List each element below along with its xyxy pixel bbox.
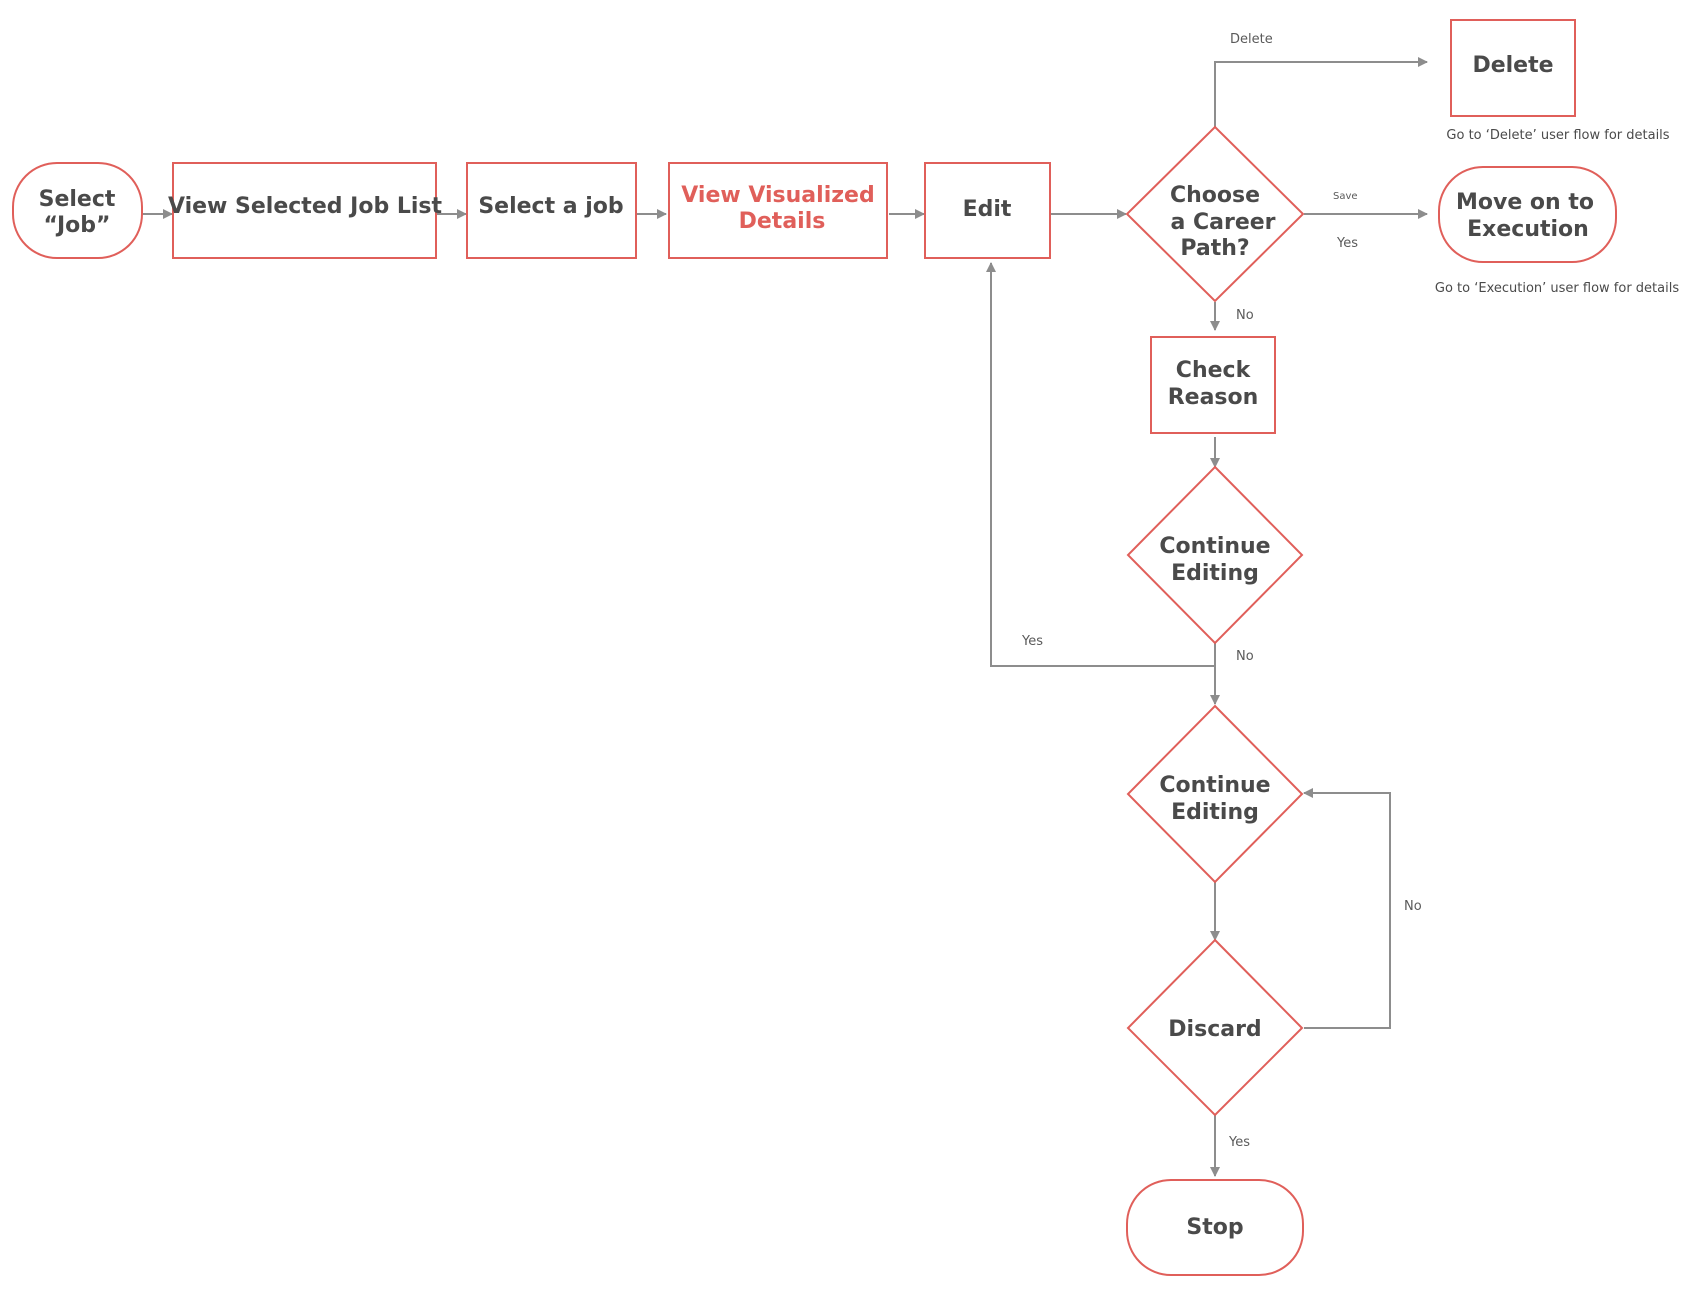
connector-discard-loop-to-continue-2 — [1303, 788, 1391, 1029]
edge-label-no-loop: No — [1404, 899, 1422, 914]
select-a-job-label: Select a job — [478, 194, 623, 219]
node-continue-editing-2: Continue Editing — [1126, 704, 1304, 884]
check-reason-label-line2: Reason — [1168, 385, 1259, 410]
view-visualized-details-label-line2: Details — [739, 209, 826, 234]
node-edit: Edit — [924, 162, 1051, 259]
node-select-job: Select “Job” — [12, 162, 143, 259]
edit-box — [924, 162, 1051, 259]
select-job-label-line1: Select — [39, 187, 116, 212]
connector-choose-to-delete — [1214, 57, 1428, 127]
choose-career-path-label-line2: a Career — [1170, 210, 1275, 235]
check-reason-label-line1: Check — [1176, 358, 1252, 383]
node-stop: Stop — [1126, 1179, 1304, 1276]
edge-label-save: Save — [1333, 191, 1358, 202]
node-move-on-to-execution: Move on to Execution — [1438, 166, 1617, 263]
view-selected-job-list-box — [172, 162, 437, 259]
delete-label: Delete — [1472, 53, 1553, 78]
edge-label-yes-stop: Yes — [1228, 1135, 1250, 1150]
node-discard: Discard — [1126, 938, 1304, 1117]
edge-label-delete: Delete — [1230, 32, 1273, 47]
node-select-a-job: Select a job — [466, 162, 637, 259]
view-selected-job-list-label: View Selected Job List — [168, 194, 443, 219]
edge-label-no-continue: No — [1236, 649, 1254, 664]
stop-label: Stop — [1186, 1215, 1243, 1240]
note-delete-flow: Go to ‘Delete’ user flow for details — [1446, 128, 1669, 143]
view-visualized-details-box — [668, 162, 888, 259]
select-job-terminal — [12, 162, 143, 259]
discard-label: Discard — [1168, 1017, 1261, 1042]
edge-label-yes-execution: Yes — [1336, 236, 1358, 251]
continue-editing-1-label-line2: Editing — [1171, 561, 1259, 586]
connectors — [142, 57, 1428, 1177]
node-view-visualized-details: View Visualized Details — [668, 162, 888, 259]
node-check-reason: Check Reason — [1150, 336, 1276, 434]
select-a-job-box — [466, 162, 637, 259]
edit-label: Edit — [963, 197, 1012, 222]
continue-editing-2-label-line1: Continue — [1159, 773, 1270, 798]
delete-box — [1450, 19, 1576, 117]
move-on-to-execution-label-line1: Move on to — [1456, 190, 1594, 215]
note-execution-flow: Go to ‘Execution’ user flow for details — [1435, 281, 1679, 296]
node-delete: Delete — [1450, 19, 1576, 117]
stop-terminal — [1126, 1179, 1304, 1276]
choose-career-path-label-line3: Path? — [1180, 236, 1249, 261]
edge-label-no-check-reason: No — [1236, 308, 1254, 323]
node-view-selected-job-list: View Selected Job List — [168, 162, 443, 259]
move-on-to-execution-terminal — [1438, 166, 1617, 263]
node-choose-career-path: Choose a Career Path? — [1125, 125, 1305, 303]
view-visualized-details-label-line1: View Visualized — [681, 183, 874, 208]
continue-editing-1-label-line1: Continue — [1159, 534, 1270, 559]
continue-editing-2-decision — [1126, 704, 1304, 884]
choose-career-path-decision — [1125, 125, 1305, 303]
connector-yes-back-to-edit — [986, 262, 1215, 667]
node-continue-editing-1: Continue Editing — [1126, 465, 1304, 645]
select-job-label-line2: “Job” — [44, 213, 111, 238]
continue-editing-1-decision — [1126, 465, 1304, 645]
discard-decision — [1126, 938, 1304, 1117]
continue-editing-2-label-line2: Editing — [1171, 800, 1259, 825]
move-on-to-execution-label-line2: Execution — [1467, 217, 1589, 242]
notes: Go to ‘Delete’ user flow for details Go … — [1435, 128, 1679, 296]
check-reason-box — [1150, 336, 1276, 434]
edge-labels: Delete Save Yes No Yes No No Yes — [1021, 32, 1422, 1150]
edge-label-yes-back-to-edit: Yes — [1021, 634, 1043, 649]
choose-career-path-label-line1: Choose — [1170, 183, 1260, 208]
